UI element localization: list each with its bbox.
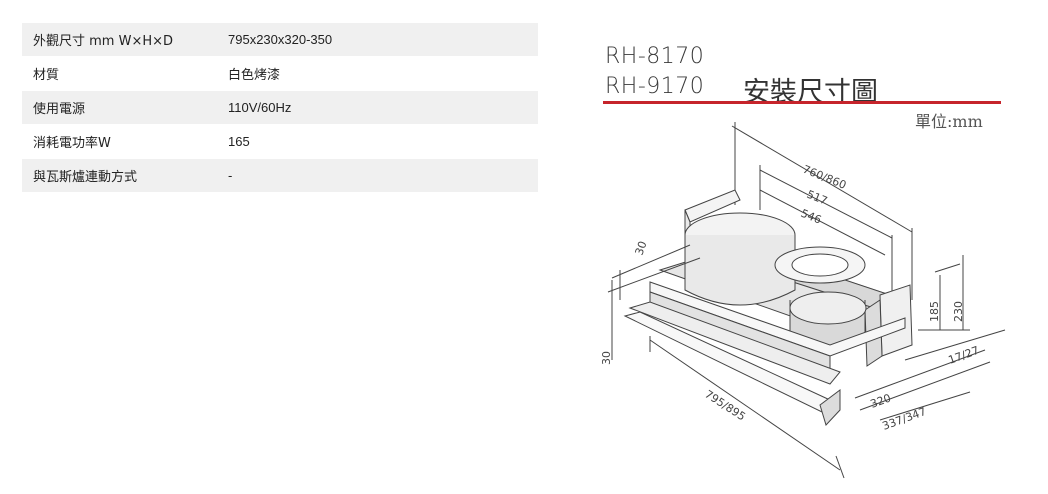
spec-value: 165 (228, 134, 250, 149)
spec-label: 消耗電功率W (33, 136, 111, 151)
spec-row-power-supply: 使用電源 110V/60Hz (22, 91, 538, 124)
dim-546: 546 (799, 207, 823, 227)
unit-label: 單位:mm (915, 112, 983, 131)
spec-value: 795x230x320-350 (228, 32, 333, 47)
spec-label: 外觀尺寸 mm W×H×D (33, 34, 174, 49)
dim-517: 517 (805, 188, 829, 208)
dim-795: 795/895 (702, 388, 747, 424)
spec-value: 110V/60Hz (228, 100, 292, 115)
spec-row-size: 外觀尺寸 mm W×H×D 795x230x320-350 (22, 23, 538, 56)
dim-185: 185 (928, 301, 941, 322)
dim-17: 17/27 (947, 344, 981, 367)
dim-230: 230 (952, 301, 965, 322)
title-underline (603, 101, 1001, 104)
dim-30-left: 30 (600, 351, 613, 365)
spec-label: 使用電源 (33, 102, 86, 117)
spec-label: 與瓦斯爐連動方式 (33, 170, 138, 185)
model-number: RH-8170 (605, 44, 705, 69)
spec-value: 白色烤漆 (228, 67, 281, 82)
spec-row-material: 材質 白色烤漆 (22, 57, 538, 90)
dim-760: 760/860 (801, 163, 848, 192)
dim-337: 337/347 (881, 405, 928, 433)
installation-diagram: 760/860 517 546 30 30 185 230 17/27 320 … (600, 122, 1006, 479)
spec-value: - (228, 168, 233, 183)
dim-30-top: 30 (633, 239, 650, 257)
spec-table: 外觀尺寸 mm W×H×D 795x230x320-350 材質 白色烤漆 使用… (22, 23, 538, 192)
model-number: RH-9170 (605, 74, 705, 99)
spec-row-stove-link: 與瓦斯爐連動方式 - (22, 159, 538, 192)
spec-row-power-consumption: 消耗電功率W 165 (22, 125, 538, 158)
dim-320: 320 (869, 391, 893, 410)
spec-label: 材質 (33, 68, 60, 83)
